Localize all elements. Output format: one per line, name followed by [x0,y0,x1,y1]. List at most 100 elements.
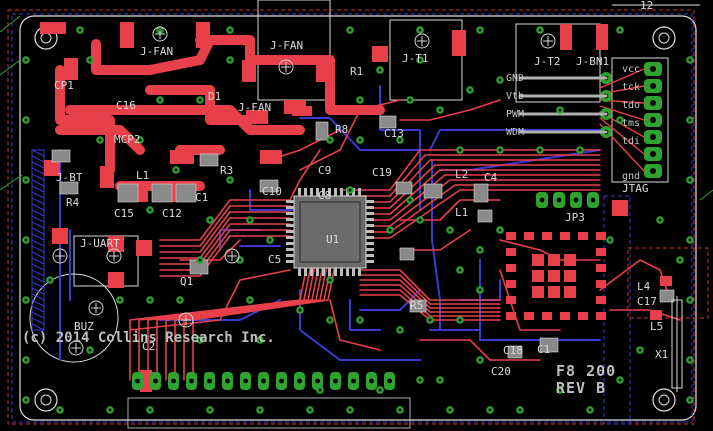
u1-pin [286,224,294,227]
smd-pad [44,160,60,176]
u1-pin [366,242,374,245]
via-hole [678,258,682,262]
via-hole [478,358,482,362]
module-pad [542,232,552,240]
header-pin-hole [369,378,374,384]
via-hole [558,388,562,392]
signal-trace [329,299,381,351]
module-pad [596,312,606,320]
corner-line [0,174,23,191]
header-pin-hole [171,378,176,384]
mounting-hole [652,388,676,412]
u1-pin [304,268,307,276]
u1-pin [366,236,374,239]
u1-pin [286,230,294,233]
signal-trace [159,205,291,247]
header-pin-hole [135,378,140,384]
via-hole [198,258,202,262]
via-hole [538,148,542,152]
hatch-line [31,161,45,169]
signal-trace [138,249,315,381]
via-hole [488,408,492,412]
smd-pad [612,200,628,216]
via-hole [688,178,692,182]
header-pin-hole [297,378,302,384]
jtag-trace [599,117,645,155]
via-hole [228,58,232,62]
smd-part [51,149,71,163]
via-hole [208,218,212,222]
smd-part [151,183,173,203]
via-hole [24,238,28,242]
header-pin-hole [261,378,266,384]
via-hole [658,218,662,222]
via-hole [98,138,102,142]
smd-pad [100,166,114,188]
power-trace [325,55,385,115]
smd-part [315,121,329,141]
u1-pin [286,260,294,263]
jp3-pin-hole [590,197,596,203]
header-pin-hole [333,378,338,384]
via-hole [418,58,422,62]
via-hole [248,218,252,222]
hatch-line [31,293,45,301]
smd-part [199,153,219,167]
smd-part [59,181,79,195]
via-hole [408,98,412,102]
corner-line [0,15,21,33]
module-center-pad [548,286,560,298]
u1-pin [366,200,374,203]
hatch-line [31,149,45,157]
hatch-line [31,311,45,319]
via-hole [448,408,452,412]
via-hole [268,238,272,242]
via-hole [468,88,472,92]
via-hole [108,408,112,412]
via-hole [238,258,242,262]
module-center-pad [548,270,560,282]
smd-pad [452,30,466,56]
smd-part [379,115,397,129]
th-ring [106,248,122,264]
smd-pad [108,272,124,288]
via-hole [418,378,422,382]
via-hole [48,278,52,282]
signal-trace [399,229,471,251]
smd-part [539,337,559,353]
via-hole [688,358,692,362]
signal-trace [192,249,339,381]
via-hole [538,28,542,32]
hatch-line [31,215,45,223]
jp3-pin-hole [539,197,545,203]
u1-pin [358,268,361,276]
via-hole [174,168,178,172]
u1-pin [340,188,343,196]
smd-pad [242,60,256,82]
smd-pad [260,150,282,164]
hatch-line [31,275,45,283]
smd-pad [246,110,268,124]
via-hole [688,238,692,242]
module-center-pad [532,254,544,266]
smd-pad [64,58,78,80]
uart-outline [73,235,139,287]
header-pin-hole [207,378,212,384]
u1-pin [286,254,294,257]
u1-pin [340,268,343,276]
via-hole [588,408,592,412]
th-ring [178,312,194,328]
hatch-line [31,209,45,217]
hatch-line [31,173,45,181]
via-hole [24,178,28,182]
via-hole [138,138,142,142]
module-pad [596,296,606,304]
u1-pin [334,268,337,276]
power-trace [55,65,115,175]
module-pad [596,232,606,240]
module-pad [578,232,588,240]
hatch-line [31,239,45,247]
header-pin-hole [189,378,194,384]
th-ring [88,300,104,316]
